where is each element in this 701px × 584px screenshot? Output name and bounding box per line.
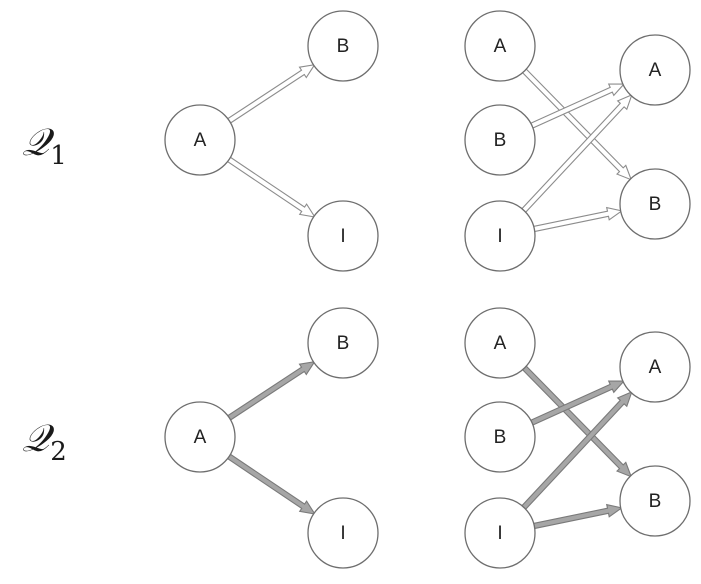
- arrow-left-a-to-b: [226, 63, 316, 125]
- node-circle: [307, 200, 379, 272]
- node-circle: [164, 401, 236, 473]
- node-label: B: [649, 491, 662, 512]
- node-label: A: [649, 357, 662, 378]
- node-right-la: A: [464, 307, 536, 379]
- node-circle: [464, 200, 536, 272]
- node-label: A: [649, 60, 662, 81]
- node-circle: [619, 168, 691, 240]
- arrow-left-a-to-i: [226, 156, 316, 218]
- node-label: I: [340, 226, 345, 247]
- node-right-ra: A: [619, 331, 691, 403]
- node-left-a: A: [164, 401, 236, 473]
- node-label: B: [337, 333, 350, 354]
- node-circle: [164, 104, 236, 176]
- node-label: I: [340, 523, 345, 544]
- row-q1: 𝒬1 A B I A B I A B: [22, 10, 691, 272]
- row-label-q1: 𝒬1: [22, 120, 67, 171]
- node-circle: [464, 10, 536, 82]
- node-circle: [619, 465, 691, 537]
- node-left-b: B: [307, 307, 379, 379]
- node-circle: [464, 104, 536, 176]
- row-label-q2-sub: 2: [50, 437, 67, 467]
- arrow-right-lb-to-ra: [529, 380, 626, 427]
- node-label: I: [497, 523, 502, 544]
- node-circle: [464, 401, 536, 473]
- nodes-q2: A B I A B I A B: [164, 307, 691, 569]
- node-label: A: [494, 36, 507, 57]
- arrow-left-a-to-i: [226, 453, 316, 515]
- node-label: B: [649, 194, 662, 215]
- edges-q1: [226, 63, 633, 233]
- node-right-lb: B: [464, 104, 536, 176]
- node-label: A: [194, 427, 207, 448]
- arrow-right-li-to-rb: [532, 503, 624, 530]
- node-label: B: [494, 130, 507, 151]
- node-circle: [464, 497, 536, 569]
- node-left-i: I: [307, 497, 379, 569]
- node-circle: [619, 34, 691, 106]
- node-circle: [307, 10, 379, 82]
- row-q2: 𝒬2 A B I A B I A B: [22, 307, 691, 569]
- arrow-right-la-to-rb: [521, 364, 633, 478]
- node-label: A: [494, 333, 507, 354]
- node-label: B: [494, 427, 507, 448]
- node-circle: [619, 331, 691, 403]
- edges-q2: [226, 360, 633, 530]
- node-right-ra: A: [619, 34, 691, 106]
- row-label-q1-sub: 1: [50, 141, 67, 171]
- node-right-li: I: [464, 497, 536, 569]
- node-circle: [307, 307, 379, 379]
- arrow-left-a-to-b: [226, 360, 316, 422]
- node-left-b: B: [307, 10, 379, 82]
- node-right-lb: B: [464, 401, 536, 473]
- node-right-li: I: [464, 200, 536, 272]
- arrow-right-li-to-rb: [532, 206, 624, 233]
- node-left-a: A: [164, 104, 236, 176]
- node-label: A: [194, 130, 207, 151]
- node-left-i: I: [307, 200, 379, 272]
- node-label: I: [497, 226, 502, 247]
- node-circle: [464, 307, 536, 379]
- node-right-rb: B: [619, 465, 691, 537]
- nodes-q1: A B I A B I A B: [164, 10, 691, 272]
- node-label: B: [337, 36, 350, 57]
- node-right-la: A: [464, 10, 536, 82]
- node-right-rb: B: [619, 168, 691, 240]
- node-circle: [307, 497, 379, 569]
- arrow-right-li-to-ra: [520, 93, 633, 214]
- arrow-right-la-to-rb: [521, 67, 633, 181]
- arrow-right-li-to-ra: [520, 390, 633, 511]
- arrow-right-lb-to-ra: [529, 83, 626, 130]
- row-label-q2: 𝒬2: [22, 416, 67, 467]
